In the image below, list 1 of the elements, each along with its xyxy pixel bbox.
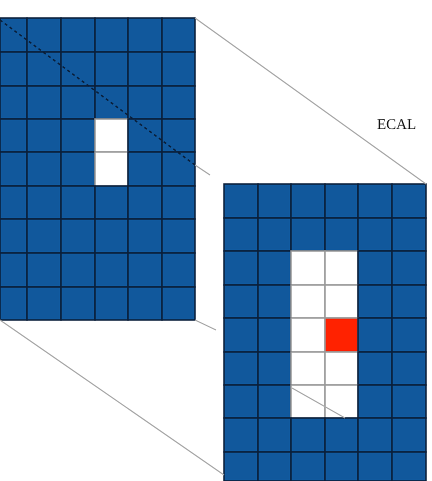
detector-label: ECAL xyxy=(377,117,416,134)
